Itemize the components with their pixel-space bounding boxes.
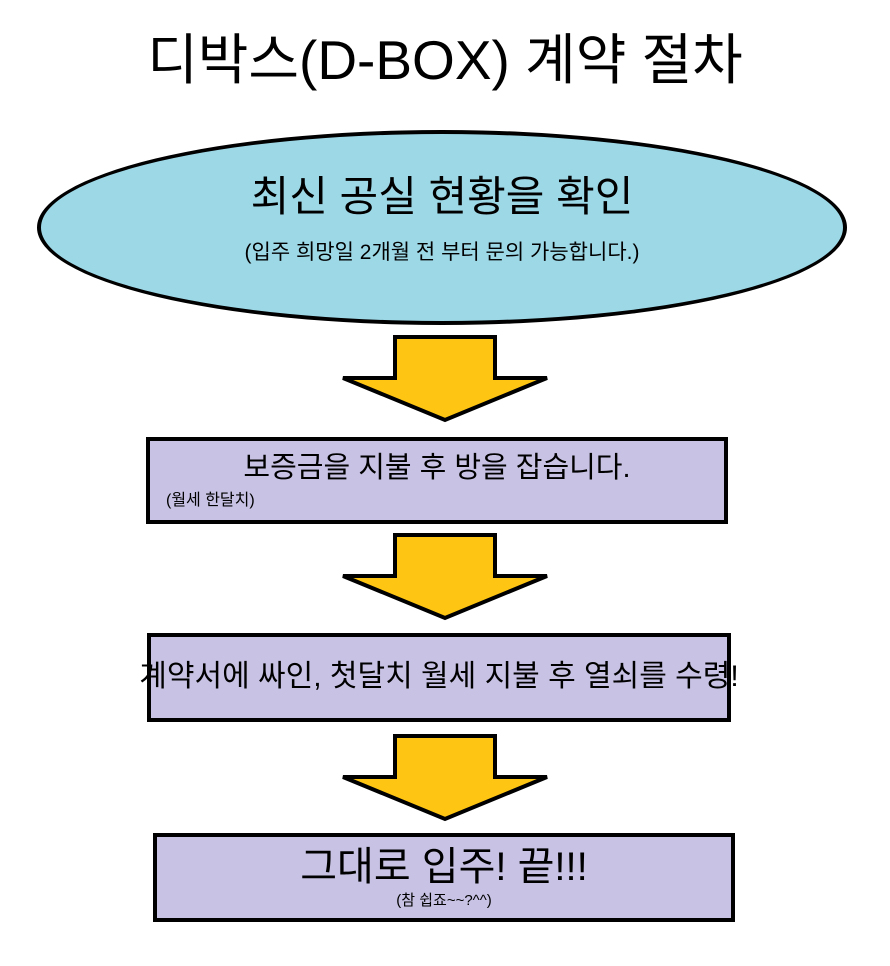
down-arrow-icon	[341, 335, 549, 423]
flow-start-label: 최신 공실 현황을 확인	[250, 172, 634, 220]
down-arrow-icon	[341, 734, 549, 822]
down-arrow-shape	[342, 533, 548, 621]
down-arrow-icon	[341, 533, 549, 621]
flow-step-1-label: 보증금을 지불 후 방을 잡습니다.	[243, 451, 631, 484]
down-arrow-shape	[342, 734, 548, 822]
flow-start-note: (입주 희망일 2개월 전 부터 문의 가능합니다.)	[244, 241, 640, 265]
flow-step-box-3: 그대로 입주! 끝!!! (참 쉽죠~~?^^)	[153, 833, 735, 922]
flow-start-ellipse: 최신 공실 현황을 확인 (입주 희망일 2개월 전 부터 문의 가능합니다.)	[37, 130, 847, 325]
down-arrow-shape	[342, 335, 548, 423]
flow-step-3-note: (참 쉽죠~~?^^)	[396, 892, 492, 910]
flow-step-1-note: (월세 한달치)	[166, 491, 255, 509]
flow-step-2-label: 계약서에 싸인, 첫달치 월세 지불 후 열쇠를 수령!	[139, 660, 739, 694]
flow-step-box-1: 보증금을 지불 후 방을 잡습니다. (월세 한달치)	[146, 437, 728, 524]
flow-step-box-2: 계약서에 싸인, 첫달치 월세 지불 후 열쇠를 수령!	[139, 633, 739, 722]
page-title: 디박스(D-BOX) 계약 절차	[147, 29, 743, 91]
flow-step-3-label: 그대로 입주! 끝!!!	[300, 845, 588, 890]
